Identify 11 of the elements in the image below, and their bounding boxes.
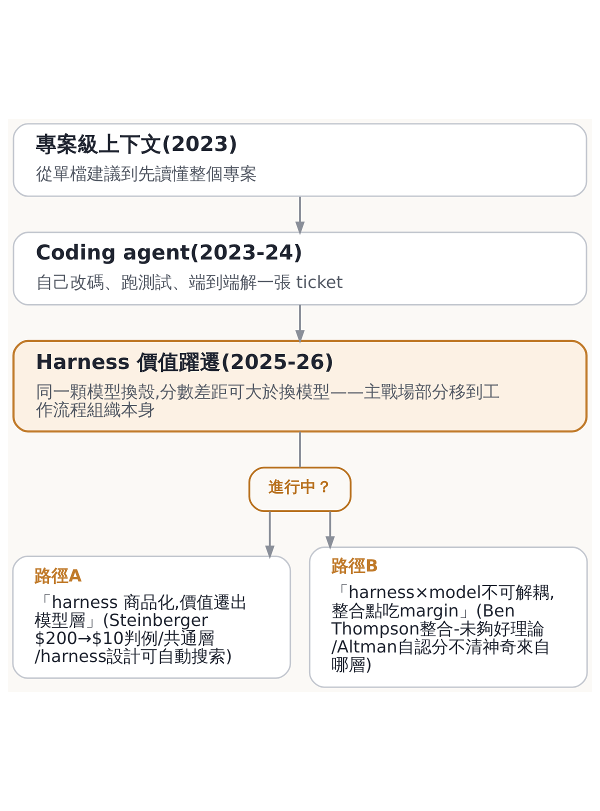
connector [299, 432, 301, 468]
node-box: Coding agent(2023-24) 自己改碼、跑測試、端到端解一張 ticket [12, 232, 588, 306]
node-box: 路徑B 「harness×model不可解耦,整合點吃margin」(Ben Thompson整合-未夠好理論/Altman自認分不清神奇來自哪層) [308, 546, 588, 688]
node-box: 專案級上下文(2023) 從單檔建議到先讀懂整個專案 [12, 123, 588, 197]
arrow [265, 512, 275, 560]
arrow [295, 196, 305, 236]
node-box: 路徑A 「harness 商品化,價值遷出模型層」(Steinberger $200→$10判例/共通層/harness設計可自動搜索) [12, 556, 292, 679]
arrow [325, 512, 335, 550]
arrow [295, 304, 305, 344]
node-box: 進行中？ [248, 466, 352, 512]
node-box: Harness 價值躍遷(2025-26) 同一顆模型換殼,分數差距可大於換模型——主戰場部分移到工作流程組織本身 [12, 340, 588, 433]
